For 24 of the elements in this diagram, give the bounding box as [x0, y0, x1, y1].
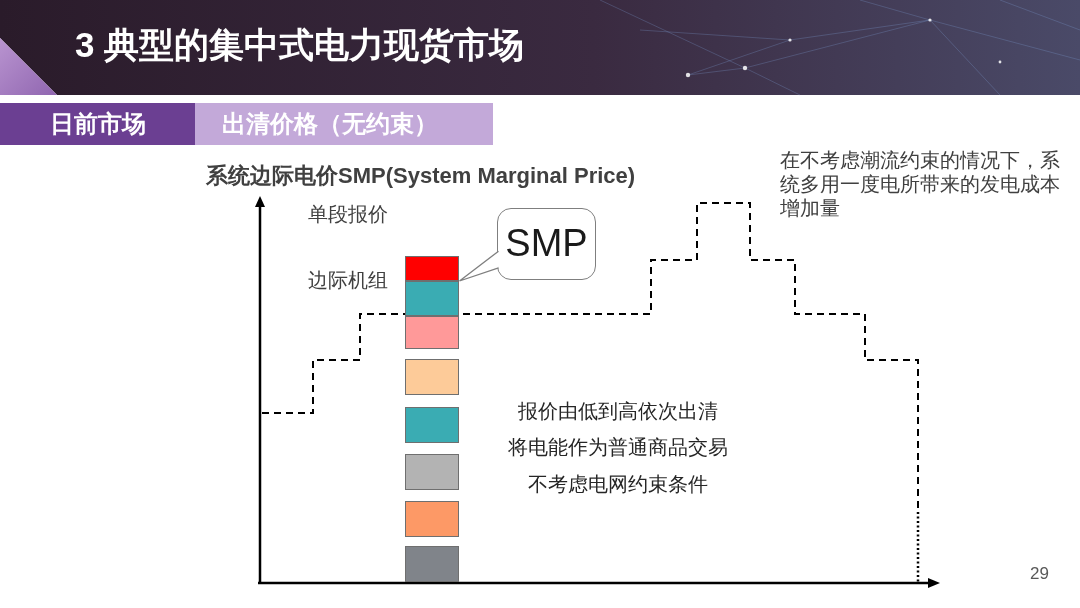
bid-block — [405, 281, 459, 316]
speech-bubble — [497, 208, 596, 280]
bid-block — [405, 501, 459, 537]
bid-block — [405, 546, 459, 582]
bid-block — [405, 256, 459, 281]
annotation-text: 边际机组 — [308, 268, 388, 292]
bid-block — [405, 454, 459, 490]
page-number: 29 — [1030, 564, 1049, 584]
axis-title: 系统边际电价SMP(System Marginal Price) — [206, 163, 636, 189]
section-tab — [0, 103, 195, 145]
description-text: 将电能作为普通商品交易 — [508, 435, 728, 459]
bid-block — [405, 316, 459, 349]
slide-title: 3 典型的集中式电力现货市场 — [75, 24, 525, 66]
description-text: 报价由低到高依次出清 — [518, 399, 718, 423]
tab-label: 出清价格（无约束） — [222, 110, 438, 138]
bid-block — [405, 359, 459, 395]
annotation-text: 单段报价 — [308, 202, 388, 226]
bid-block — [405, 407, 459, 443]
tab-label: 日前市场 — [49, 110, 146, 138]
callout-label: SMP — [505, 222, 588, 266]
section-tab — [195, 103, 493, 145]
callout-pointer — [458, 250, 500, 282]
description-text: 不考虑电网约束条件 — [528, 472, 708, 496]
note-text: 在不考虑潮流约束的情况下，系统多用一度电所带来的发电成本增加量 — [780, 148, 1061, 220]
